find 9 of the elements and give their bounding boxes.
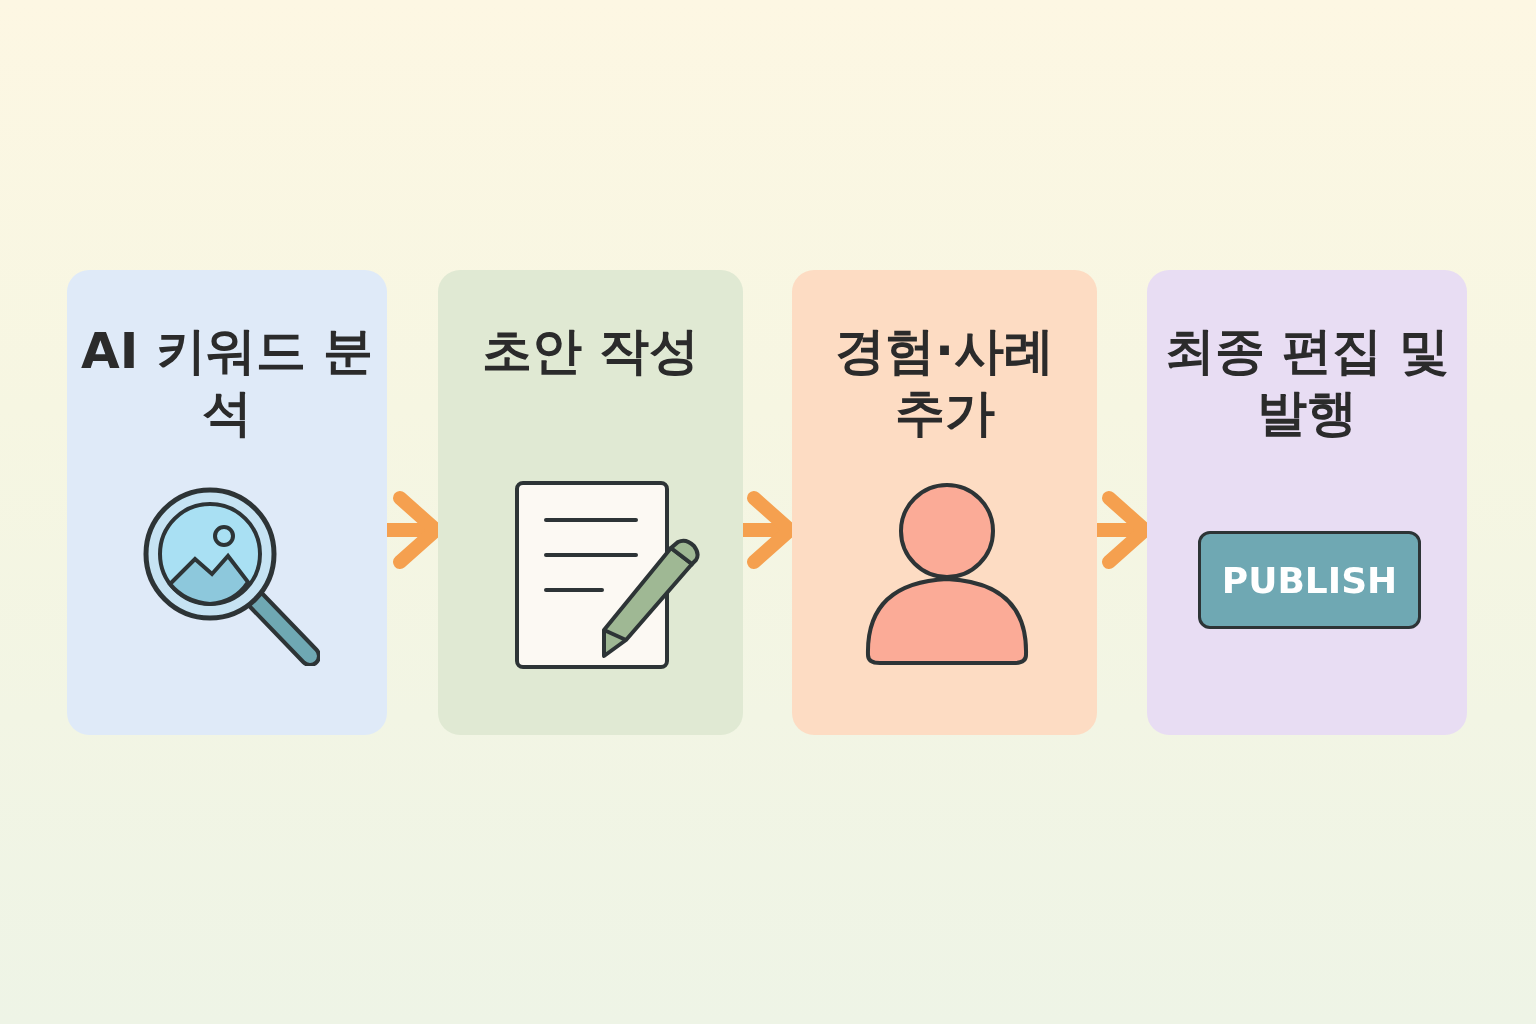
publish-button: PUBLISH bbox=[1198, 531, 1421, 629]
step-title: 최종 편집 및 발행 bbox=[1163, 321, 1451, 444]
step-title: 경험·사례 추가 bbox=[834, 321, 1055, 444]
step-title: AI 키워드 분석 bbox=[79, 321, 375, 444]
step-card bbox=[1147, 270, 1467, 735]
step-card bbox=[438, 270, 743, 735]
step-card bbox=[792, 270, 1097, 735]
step-title: 초안 작성 bbox=[480, 321, 701, 382]
step-card bbox=[67, 270, 387, 735]
